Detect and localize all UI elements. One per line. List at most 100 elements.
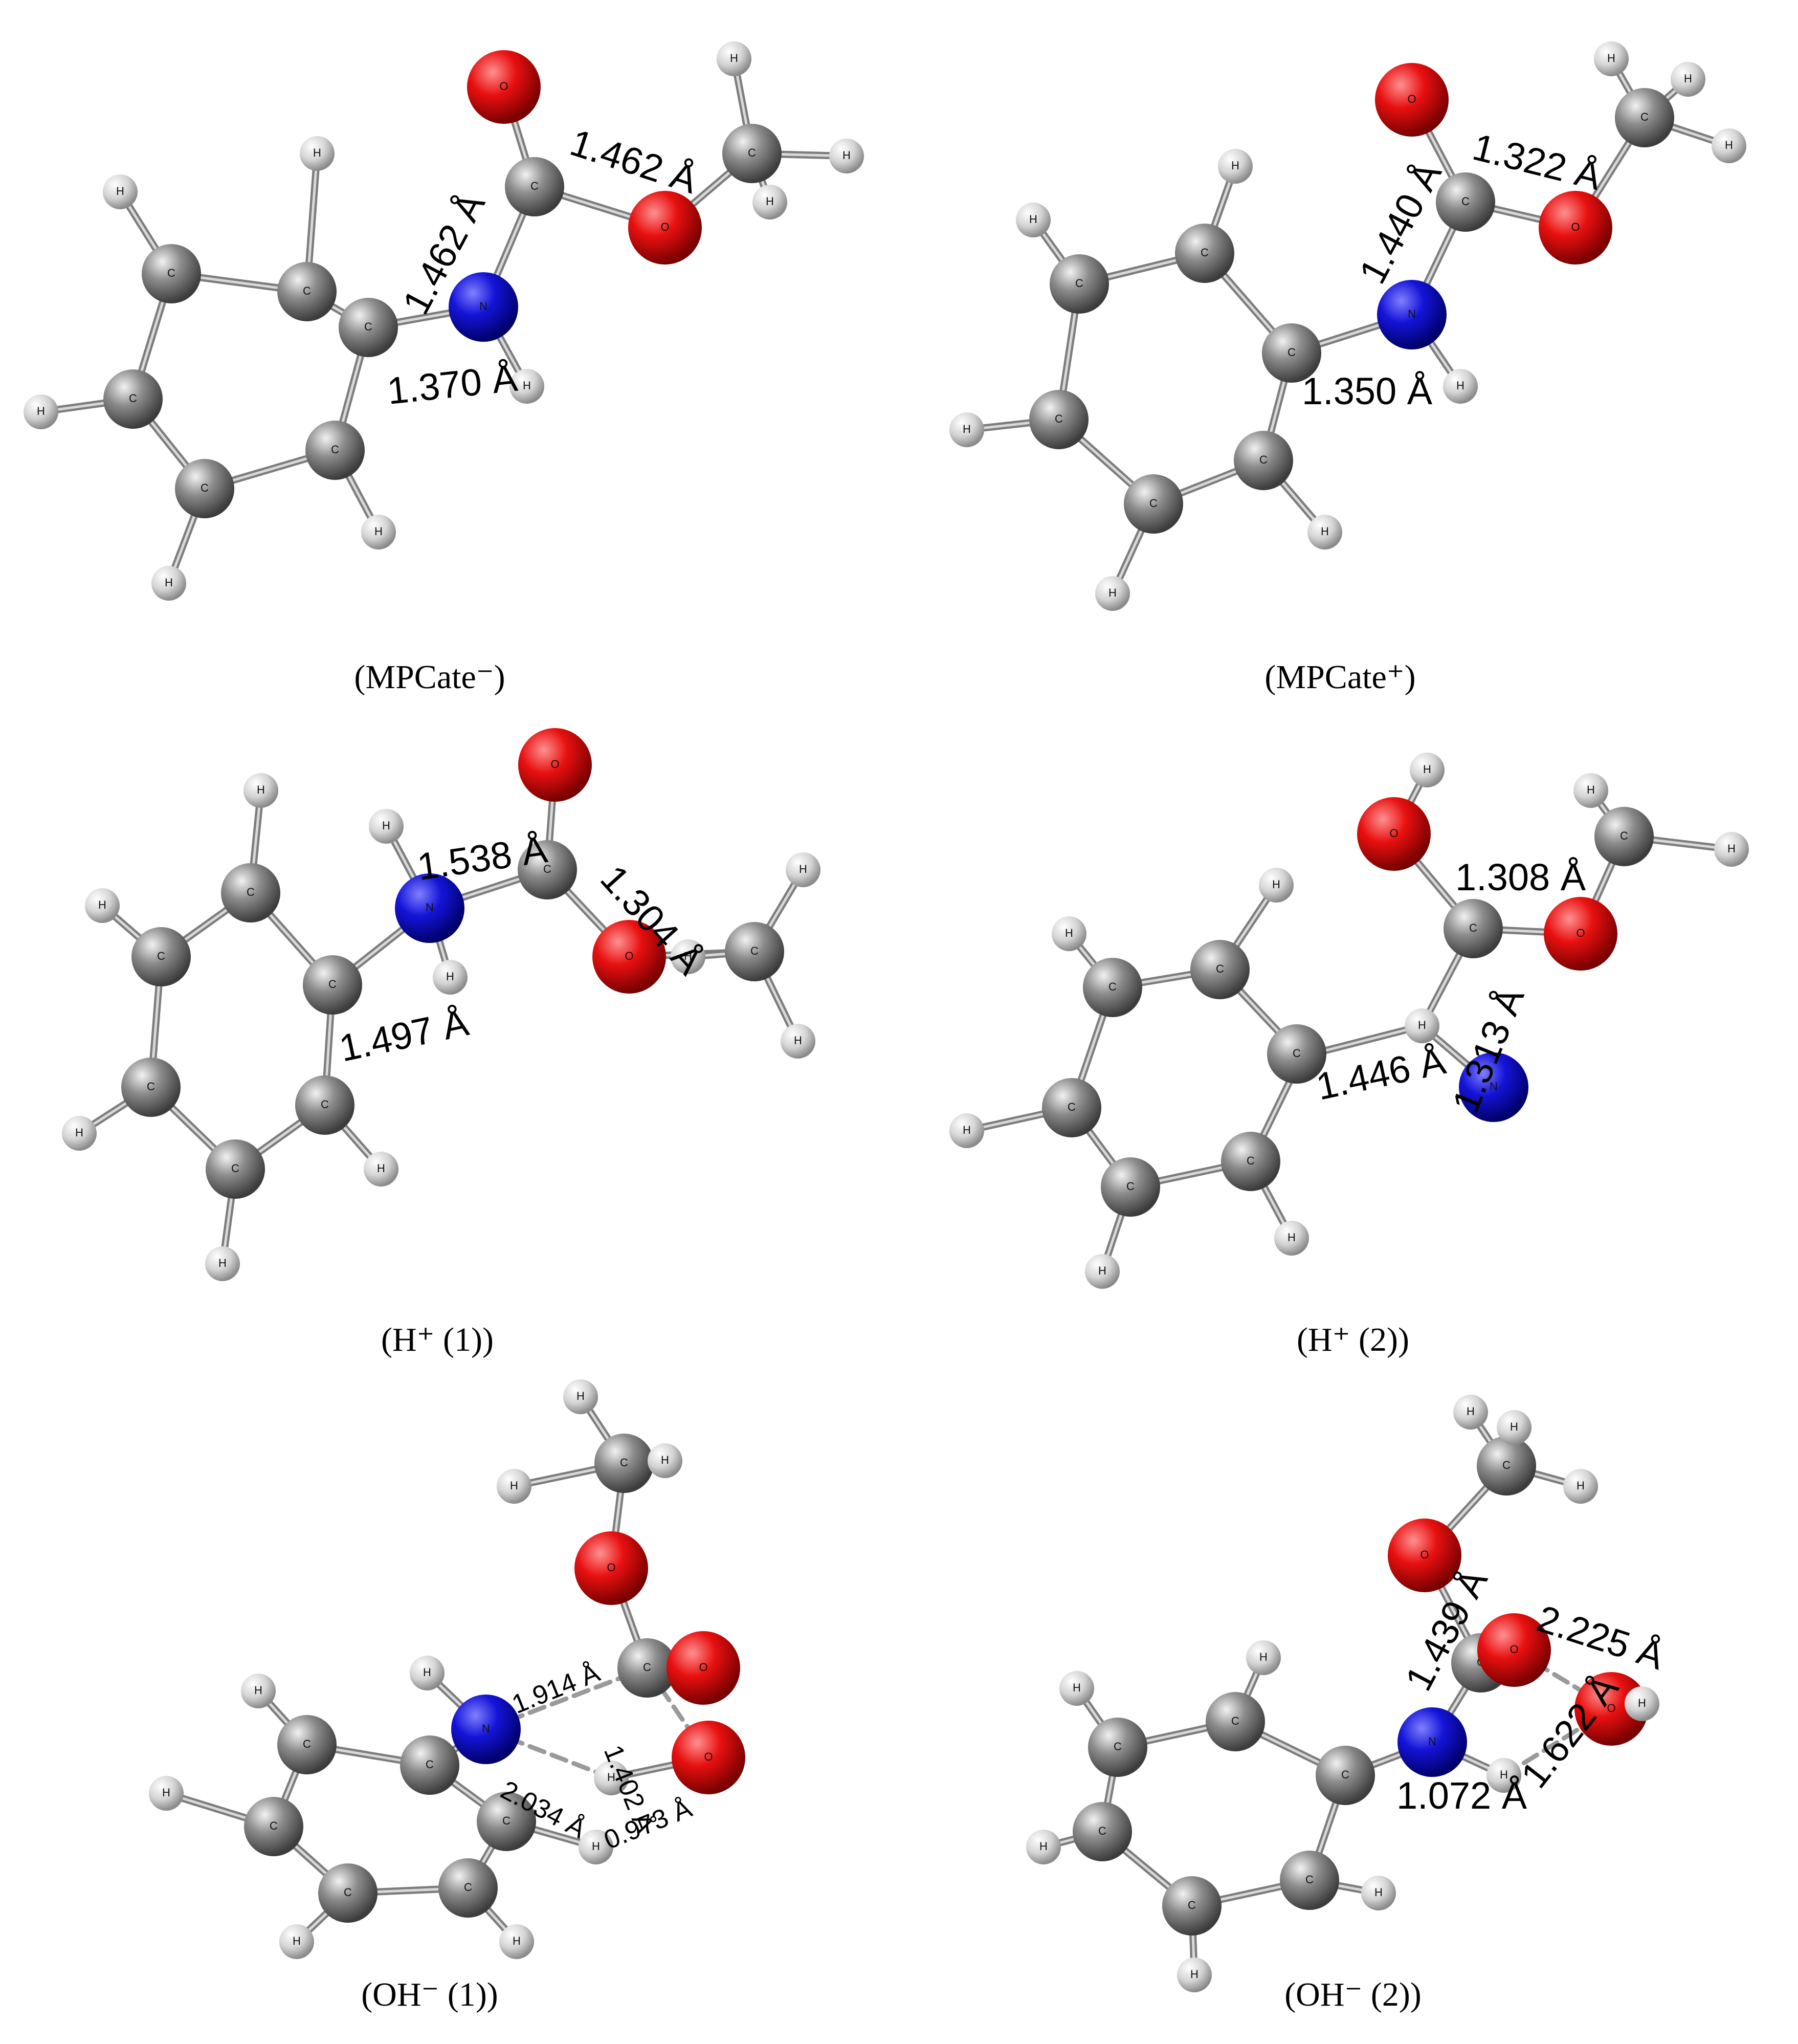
panel-caption: (MPCate⁻): [354, 658, 505, 696]
atom-label: C: [1075, 277, 1083, 290]
panel-caption: (OH⁻ (1)): [361, 1976, 498, 2013]
atom-label: H: [218, 1257, 227, 1269]
hydrogen-atom: H: [1573, 773, 1608, 808]
carbon-atom: C: [1073, 1802, 1132, 1861]
hydrogen-atom: H: [103, 174, 138, 209]
oxygen-atom: O: [1375, 63, 1449, 137]
hydrogen-sphere: [1052, 916, 1086, 951]
atom-label: H: [377, 1162, 385, 1175]
carbon-sphere: [206, 1139, 265, 1199]
atom-label: H: [607, 1771, 615, 1784]
hydrogen-atom: H: [1453, 1395, 1488, 1430]
bond-distance-label: 1.308 Å: [1455, 856, 1586, 898]
hydrogen-atom: H: [1594, 41, 1629, 76]
hydrogen-sphere: [364, 1152, 398, 1186]
carbon-sphere: [277, 1715, 337, 1774]
hydrogen-sphere: [103, 174, 138, 209]
atom-label: H: [116, 185, 124, 197]
oxygen-sphere: [1574, 1672, 1648, 1746]
carbon-atom: C: [1162, 1876, 1222, 1936]
atom-label: C: [464, 1881, 472, 1894]
nitrogen-sphere: [451, 1695, 521, 1764]
atom-label: C: [1259, 453, 1268, 466]
carbon-sphere: [1316, 1746, 1375, 1805]
atom-label: H: [963, 1124, 971, 1136]
carbon-sphere: [438, 1858, 498, 1918]
atom-label: C: [157, 950, 165, 962]
carbon-atom: C: [505, 157, 564, 216]
hydrogen-atom: H: [781, 1024, 815, 1059]
hydrogen-sphere: [717, 41, 751, 76]
atom-label: H: [446, 970, 454, 983]
atom-label: H: [963, 423, 971, 435]
atom-label: C: [1341, 1768, 1349, 1781]
nitrogen-atom: N: [1459, 1052, 1528, 1122]
hydrogen-sphere: [1085, 1254, 1120, 1289]
atom-label: H: [1065, 927, 1073, 939]
carbon-atom: C: [1444, 899, 1503, 958]
hydrogen-atom: H: [24, 394, 58, 429]
carbon-atom: C: [1436, 172, 1495, 232]
carbon-atom: C: [477, 1792, 536, 1851]
atom-label: C: [344, 1886, 352, 1899]
panel-caption: (H⁺ (1)): [381, 1321, 494, 1358]
atom-label: H: [799, 863, 807, 875]
atom-label: C: [167, 267, 175, 279]
atom-label: H: [1418, 1019, 1426, 1031]
carbon-atom: C: [1190, 940, 1250, 999]
atom-label: O: [1607, 1702, 1615, 1715]
hydrogen-atom: H: [717, 41, 751, 76]
oxygen-sphere: [672, 1721, 745, 1794]
oxygen-atom: O: [1574, 1672, 1648, 1746]
carbon-atom: C: [1221, 1132, 1280, 1191]
hydrogen-atom: H: [509, 369, 544, 404]
atom-label: C: [1469, 921, 1477, 934]
oxygen-sphere: [1477, 1613, 1551, 1687]
carbon-atom: C: [103, 369, 163, 429]
atom-label: O: [1420, 1548, 1429, 1561]
oxygen-sphere: [1357, 797, 1431, 871]
carbon-atom: C: [1594, 807, 1654, 866]
hydrogen-atom: H: [497, 1469, 531, 1504]
hydrogen-atom: H: [1563, 1469, 1598, 1504]
atom-label: H: [1259, 1651, 1268, 1663]
carbon-sphere: [1175, 224, 1234, 283]
atom-label: C: [328, 978, 337, 991]
oxygen-sphere: [628, 191, 702, 265]
atom-label: H: [842, 149, 851, 162]
hydrogen-sphere: [1361, 1876, 1396, 1910]
hydrogen-sphere: [671, 939, 705, 974]
hydrogen-atom: H: [1410, 753, 1445, 787]
atom-label: C: [1216, 962, 1224, 975]
atom-label: H: [661, 1454, 669, 1466]
carbon-atom: C: [1088, 1718, 1147, 1777]
carbon-sphere: [175, 459, 234, 518]
atoms-group: CHHHOCOOHNHCCCCCCHHHHH: [1026, 1395, 1659, 1992]
carbon-atom: C: [1615, 88, 1674, 147]
atom-label: H: [382, 819, 390, 832]
carbon-sphere: [1050, 254, 1109, 314]
hydrogen-atom: H: [300, 136, 335, 171]
hydrogen-sphere: [241, 1674, 276, 1708]
carbon-sphere: [1436, 172, 1495, 232]
atom-label: C: [303, 284, 311, 297]
hydrogen-sphere: [1625, 1686, 1659, 1721]
atom-label: O: [699, 1661, 707, 1674]
hydrogen-atom: H: [1259, 868, 1294, 903]
atom-label: C: [231, 1162, 239, 1175]
carbon-atom: C: [121, 1058, 181, 1117]
atom-label: H: [75, 1126, 83, 1139]
hydrogen-sphere: [151, 566, 186, 601]
nitrogen-sphere: [1377, 280, 1447, 349]
hydrogen-sphere: [149, 1776, 184, 1811]
oxygen-sphere: [1375, 63, 1449, 137]
carbon-atom: C: [1083, 958, 1142, 1017]
nitrogen-atom: N: [449, 272, 518, 342]
atom-label: H: [1029, 213, 1037, 226]
hydrogen-atom: H: [1052, 916, 1086, 951]
hydrogen-atom: H: [786, 852, 820, 887]
hydrogen-bond: [645, 1665, 711, 1760]
hydrogen-sphere: [1259, 868, 1294, 903]
hydrogen-atom: H: [1712, 128, 1746, 163]
